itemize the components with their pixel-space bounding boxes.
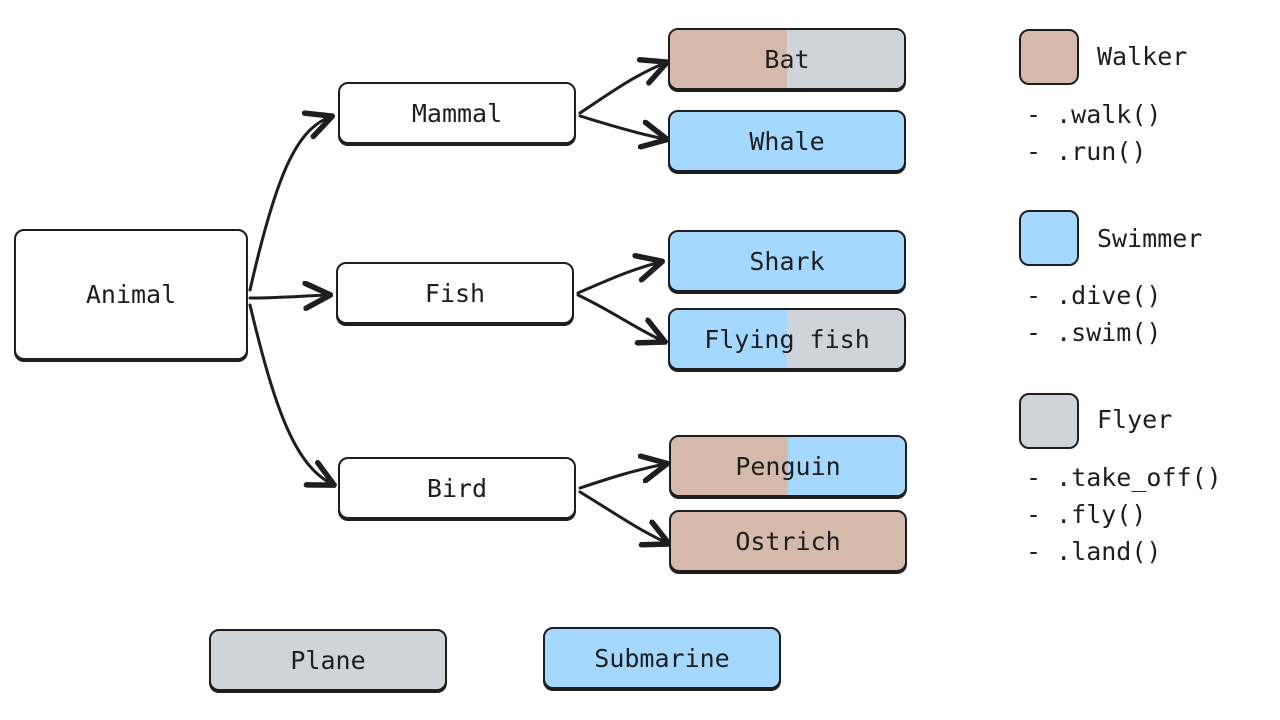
- node-ostrich-label: Ostrich: [735, 526, 841, 556]
- node-mammal-label: Mammal: [411, 98, 503, 128]
- arrow-animal-to-fish: [248, 295, 328, 298]
- node-shark-label: Shark: [749, 246, 825, 276]
- legend-walker-swatch: [1019, 29, 1079, 85]
- arrow-animal-to-mammal: [248, 117, 330, 292]
- node-bat-label: Bat: [764, 44, 810, 74]
- node-fish: Fish: [336, 262, 574, 324]
- node-shark: Shark: [668, 230, 906, 292]
- legend-method: - .take_off(): [1026, 463, 1222, 492]
- node-plane-label: Plane: [290, 645, 366, 675]
- legend-swimmer-methods: - .dive() - .swim(): [1026, 277, 1161, 351]
- node-submarine: Submarine: [543, 627, 781, 689]
- arrow-bird-to-penguin: [578, 464, 665, 490]
- node-animal: Animal: [14, 229, 248, 360]
- flyer-fill: [787, 30, 904, 88]
- legend-flyer-title: Flyer: [1097, 405, 1173, 434]
- arrow-mammal-to-bat: [578, 63, 665, 115]
- legend-method: - .run(): [1026, 137, 1147, 166]
- arrow-bird-to-ostrich: [578, 490, 667, 543]
- legend-method: - .dive(): [1026, 281, 1162, 310]
- legend-swimmer-title: Swimmer: [1097, 224, 1203, 253]
- swimmer-fill: [670, 310, 787, 368]
- arrow-fish-to-flying-fish: [576, 293, 663, 341]
- arrow-mammal-to-whale: [578, 114, 665, 139]
- legend-walker-title: Walker: [1097, 42, 1188, 71]
- swimmer-fill: [788, 437, 905, 495]
- legend-method: - .land(): [1026, 537, 1162, 566]
- node-penguin-label: Penguin: [735, 451, 841, 481]
- walker-fill: [670, 30, 787, 88]
- node-bird-label: Bird: [426, 473, 488, 503]
- legend-walker-methods: - .walk() - .run(): [1026, 96, 1161, 170]
- node-mammal: Mammal: [338, 82, 576, 144]
- legend-flyer-swatch: [1019, 393, 1079, 449]
- node-submarine-label: Submarine: [594, 643, 730, 673]
- flyer-fill: [787, 310, 904, 368]
- legend-flyer-methods: - .take_off() - .fly() - .land(): [1026, 459, 1222, 570]
- node-plane: Plane: [209, 629, 447, 691]
- node-whale: Whale: [668, 110, 906, 172]
- arrow-animal-to-bird: [248, 303, 332, 484]
- node-flying-fish: Flying fish: [668, 308, 906, 370]
- legend-method: - .walk(): [1026, 100, 1162, 129]
- legend-method: - .fly(): [1026, 500, 1147, 529]
- node-ostrich: Ostrich: [669, 510, 907, 572]
- node-bird: Bird: [338, 457, 576, 519]
- legend-method: - .swim(): [1026, 318, 1162, 347]
- node-penguin: Penguin: [669, 435, 907, 497]
- node-fish-label: Fish: [424, 278, 486, 308]
- node-bat: Bat: [668, 28, 906, 90]
- node-flying-fish-label: Flying fish: [704, 324, 870, 354]
- node-animal-label: Animal: [85, 280, 177, 309]
- arrow-fish-to-shark: [576, 262, 660, 295]
- walker-fill: [671, 437, 788, 495]
- legend-swimmer-swatch: [1019, 210, 1079, 266]
- node-whale-label: Whale: [749, 126, 825, 156]
